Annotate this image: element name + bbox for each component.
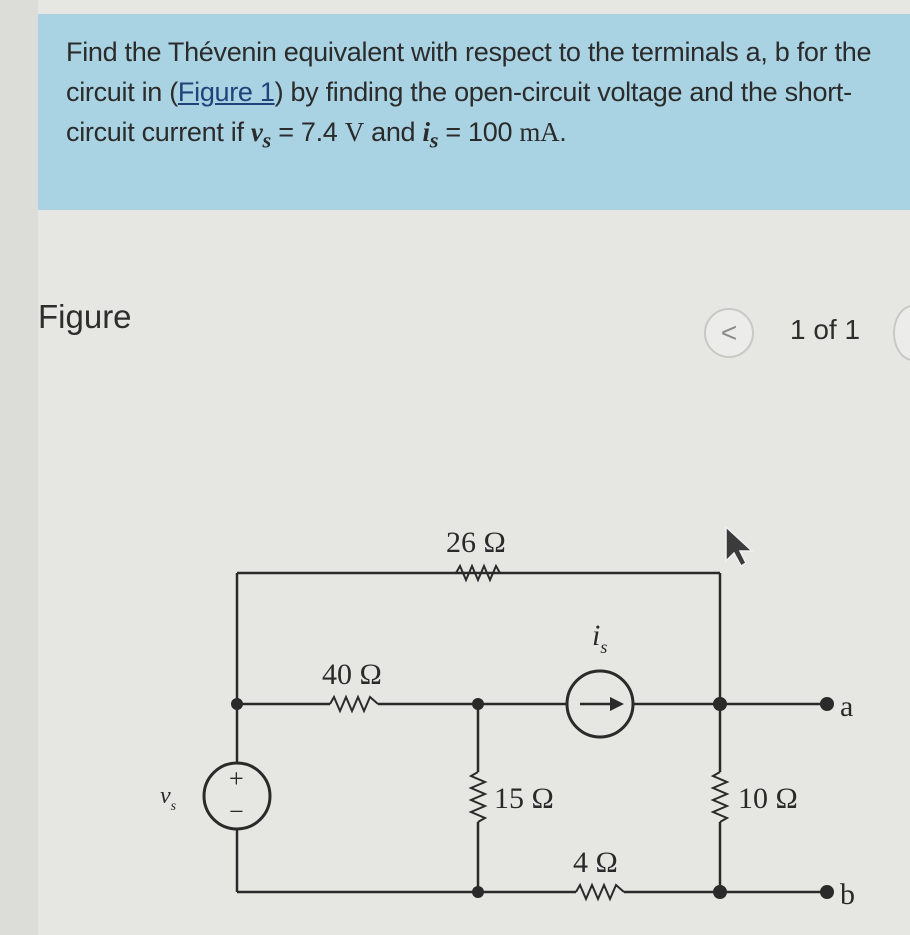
vs-symbol: vs — [250, 117, 271, 153]
terminal-a-label: a — [840, 690, 853, 723]
figure-link[interactable]: Figure 1 — [177, 77, 275, 107]
current-source-icon — [565, 669, 635, 739]
mouse-pointer-icon — [725, 525, 754, 568]
problem-text-part: ) by finding the open-circuit voltage an… — [66, 77, 852, 147]
node-dot — [472, 886, 484, 898]
resistor-15-ohm — [468, 771, 488, 823]
node-dot — [713, 697, 727, 711]
node-dot — [231, 698, 243, 710]
resistor-40-ohm — [329, 694, 379, 714]
label-4-ohm: 4 Ω — [573, 846, 618, 879]
previous-figure-button[interactable]: < — [704, 308, 754, 358]
terminal-b-label: b — [840, 878, 855, 911]
label-40-ohm: 40 Ω — [322, 658, 382, 691]
circuit-diagram: 26 Ω 40 Ω 15 Ω 4 Ω 10 Ω is vs + − a b — [160, 525, 855, 911]
current-source-arrowhead — [610, 697, 624, 711]
terminal-b-dot — [820, 885, 834, 899]
figure-pager: 1 of 1 — [790, 314, 861, 345]
voltage-source-minus: − — [229, 797, 244, 826]
is-symbol: is — [422, 117, 439, 153]
terminal-a-dot — [820, 697, 834, 711]
voltage-source-icon — [202, 761, 272, 831]
is-unit: mA — [519, 117, 560, 147]
label-15-ohm: 15 Ω — [494, 782, 554, 815]
label-26-ohm: 26 Ω — [446, 526, 506, 559]
problem-text-part: and — [363, 117, 423, 147]
node-dot — [472, 698, 484, 710]
figure-heading: Figure — [38, 298, 132, 335]
node-dot — [713, 885, 727, 899]
resistor-26-ohm — [455, 563, 501, 583]
vs-unit: V — [344, 117, 365, 147]
voltage-source-plus: + — [229, 764, 244, 793]
problem-statement-box: Find the Thévenin equivalent with respec… — [38, 14, 910, 210]
chevron-left-icon: < — [720, 317, 738, 348]
problem-text: Find the Thévenin equivalent with respec… — [66, 32, 886, 160]
is-value: 100 — [468, 117, 520, 147]
resistor-4-ohm — [575, 882, 625, 902]
problem-text-part: . — [559, 117, 567, 147]
label-10-ohm: 10 Ω — [738, 782, 798, 815]
label-is: is — [592, 619, 607, 657]
resistor-10-ohm — [710, 771, 730, 823]
problem-text-part: = — [438, 117, 469, 147]
problem-text-part: Find the Thévenin equivalent with respec… — [66, 37, 872, 107]
label-vs: vs — [160, 783, 177, 814]
vs-value: = 7.4 — [271, 117, 345, 147]
